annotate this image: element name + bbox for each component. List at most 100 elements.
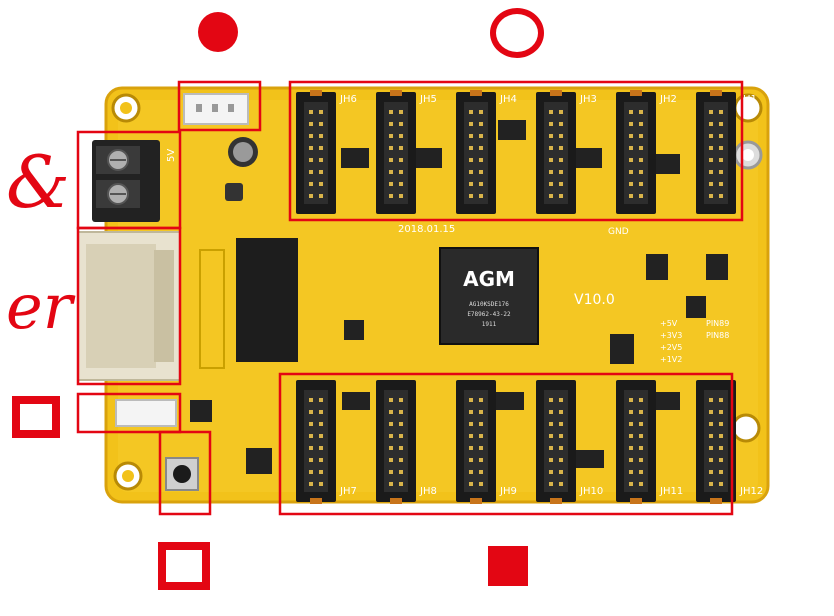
date-code: 2018.01.15 (398, 224, 455, 235)
version-label: V10.0 (574, 292, 615, 308)
hub-pin (319, 134, 323, 138)
hub-pin (639, 470, 643, 474)
hub-key-notch (310, 90, 322, 96)
hub-label: JH2 (659, 94, 677, 105)
hub-pin (469, 422, 473, 426)
hub-connector-socket (544, 390, 568, 492)
hub-label: JH10 (579, 486, 603, 497)
hub-pin (319, 470, 323, 474)
hub-pin (639, 194, 643, 198)
hub-pin (629, 458, 633, 462)
hub-pin (309, 410, 313, 414)
hub-key-notch (550, 498, 562, 504)
hub-pin (549, 482, 553, 486)
box-top-power-connector (177, 80, 262, 132)
hub-connector-socket (704, 390, 728, 492)
hub-pin (479, 434, 483, 438)
hub-pin (639, 110, 643, 114)
hub-pin (319, 170, 323, 174)
outline-square-marker-left (12, 396, 60, 438)
hub-pin (479, 182, 483, 186)
hub-pin (319, 458, 323, 462)
hub-pin (549, 146, 553, 150)
hub-pin (469, 110, 473, 114)
hub-pin (319, 110, 323, 114)
hub-pin (719, 434, 723, 438)
hub-pin (709, 458, 713, 462)
hub-pin (709, 158, 713, 162)
hub-pin (549, 458, 553, 462)
chip-marking: E78962-43-22 (467, 311, 511, 318)
hub-pin (629, 170, 633, 174)
hub-pin (469, 434, 473, 438)
hub-pin (549, 134, 553, 138)
hub-pin (479, 122, 483, 126)
driver-chip (236, 238, 298, 362)
hub-pin (479, 158, 483, 162)
hub-pin (629, 398, 633, 402)
hub-pin (719, 194, 723, 198)
hub-pin (399, 434, 403, 438)
hub-pin (399, 110, 403, 114)
power-terminal-block (92, 140, 160, 222)
hub-label: JH11 (659, 486, 683, 497)
hub-pin (399, 170, 403, 174)
hub-label: JH4 (499, 94, 517, 105)
hub-pin (469, 194, 473, 198)
hub-pin (479, 446, 483, 450)
pin-label: +3V3 (660, 331, 682, 340)
hub-pin (309, 146, 313, 150)
box-small-connector (76, 392, 182, 434)
hub-key-notch (390, 498, 402, 504)
hub-pin (709, 398, 713, 402)
hub-pin (389, 446, 393, 450)
hub-pin (389, 122, 393, 126)
hub-pin (639, 134, 643, 138)
hub-label: JH3 (579, 94, 597, 105)
hub-pin (549, 446, 553, 450)
chip-logo: AGM (463, 267, 515, 291)
top-power-connector (183, 93, 249, 125)
hub-pin (549, 170, 553, 174)
hub-pin (309, 110, 313, 114)
filled-square-marker (488, 546, 528, 586)
hub-pin (399, 182, 403, 186)
hub-pin (559, 446, 563, 450)
hub-pin (389, 398, 393, 402)
hub-pin (639, 122, 643, 126)
hub-connector-socket (704, 102, 728, 204)
hub-label: JH1 (739, 94, 757, 105)
hub-pin (399, 146, 403, 150)
filled-circle-marker (198, 12, 238, 52)
hub-pin (559, 134, 563, 138)
hub-pin (639, 158, 643, 162)
hub-pin (309, 470, 313, 474)
hub-label: JH5 (419, 94, 437, 105)
hub-pin (479, 410, 483, 414)
hub-pin (389, 410, 393, 414)
hub-pin (309, 422, 313, 426)
box-reset-button (158, 430, 212, 516)
hub-pin (719, 398, 723, 402)
hub-pin (709, 182, 713, 186)
hub-pin (479, 110, 483, 114)
gnd-label: GND (608, 227, 629, 237)
hub-pin (469, 470, 473, 474)
hub-pin (479, 134, 483, 138)
hub-connector-socket (624, 390, 648, 492)
hub-pin (309, 134, 313, 138)
hub-pin (389, 434, 393, 438)
hub-pin (629, 158, 633, 162)
er-marker: er (6, 270, 73, 343)
capacitor (228, 137, 258, 167)
ampersand-marker: & (6, 140, 71, 224)
hub-pin (709, 146, 713, 150)
hub-key-notch (630, 498, 642, 504)
hub-pin (479, 146, 483, 150)
box-top-hub-connectors (288, 80, 744, 222)
